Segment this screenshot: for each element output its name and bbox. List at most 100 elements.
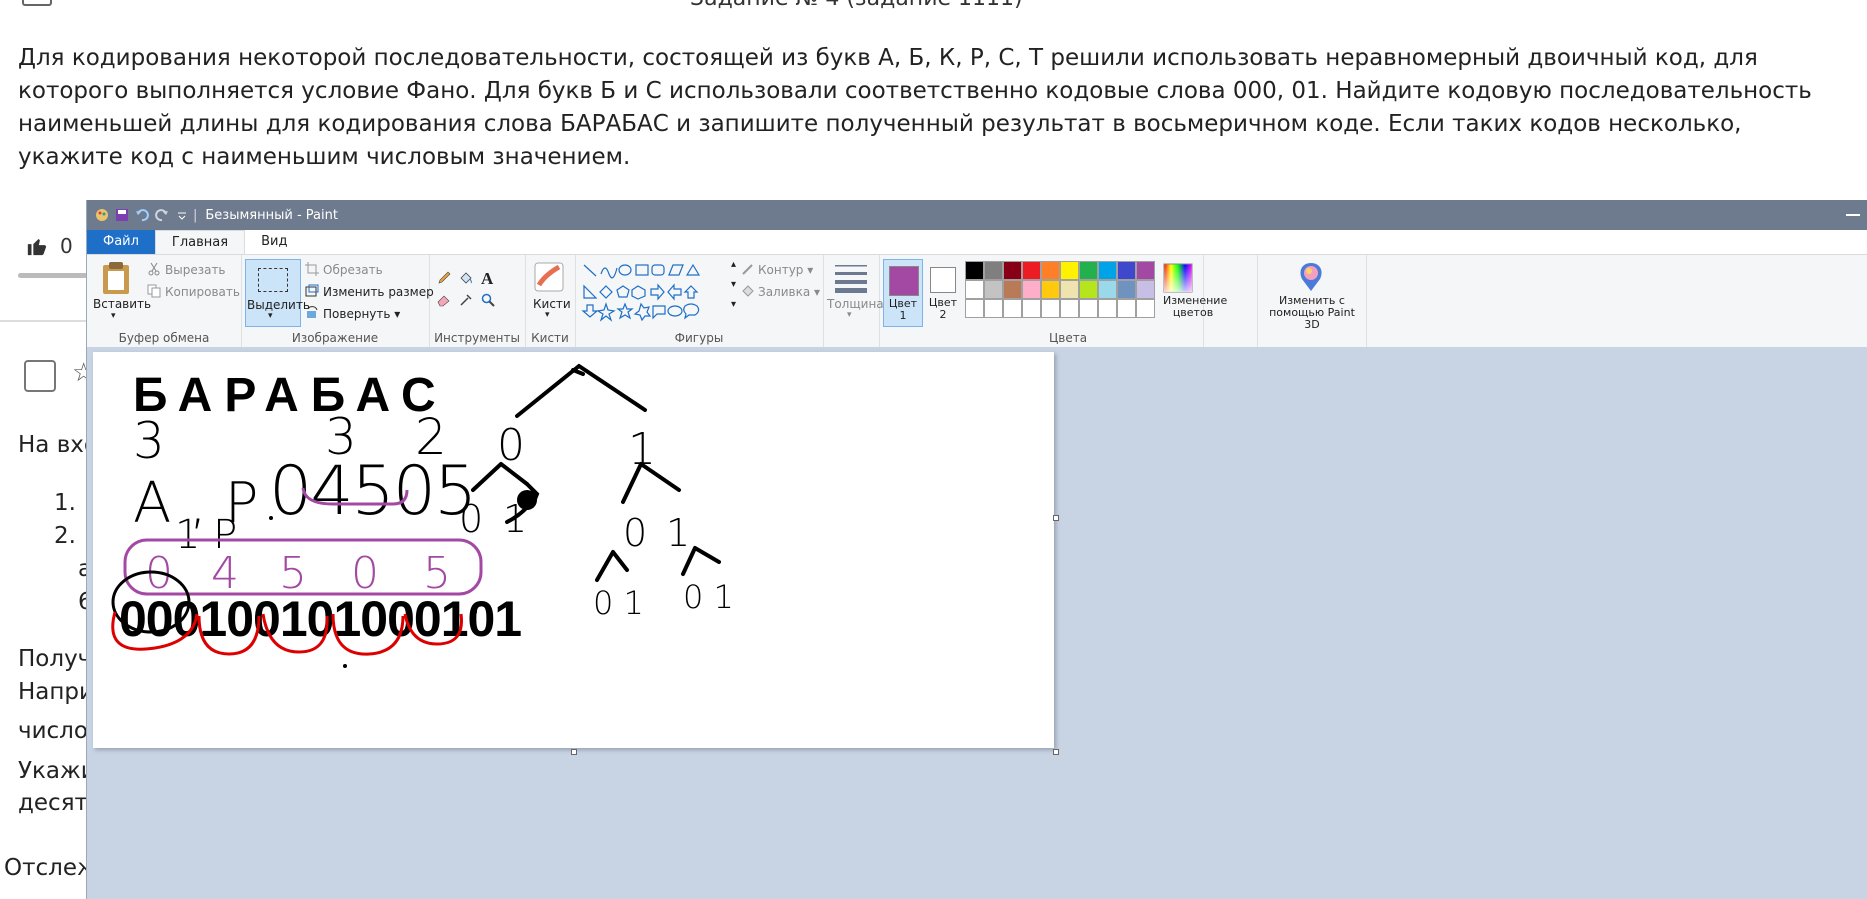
color-swatch[interactable] [1022,280,1041,299]
color-swatch[interactable] [1060,261,1079,280]
color-picker-icon[interactable] [459,293,473,307]
tab-file[interactable]: Файл [87,230,155,254]
image-group: Выделить ▾ Обрезать Изменить размер Пове… [241,255,434,347]
paste-button[interactable]: Вставить [93,297,152,311]
tools-group: A Инструменты [429,255,526,347]
magnifier-icon[interactable] [481,293,495,307]
color-swatch[interactable] [1136,261,1155,280]
color2-button[interactable]: Цвет 2 [925,259,961,325]
color-swatch[interactable] [1117,261,1136,280]
paint3d-icon[interactable] [1296,261,1326,293]
resize-handle[interactable] [1053,515,1059,521]
shapes-gallery[interactable] [581,262,727,322]
fill-button[interactable]: Заливка ▾ [758,285,821,299]
rotate-icon [307,306,318,318]
rotate-button[interactable]: Повернуть ▾ [323,307,401,321]
task-checkbox[interactable] [22,0,52,6]
boxed-octal-digit: 5 [423,548,451,599]
color-swatch[interactable] [1117,299,1136,318]
task2-checkbox[interactable] [24,360,56,392]
tab-home[interactable]: Главная [154,230,246,254]
brush-icon[interactable] [533,261,565,293]
like-rating[interactable]: 0 [26,234,73,258]
fragment-text: Напри [18,679,94,705]
copy-button[interactable]: Копировать [165,285,240,299]
fragment-text: Отслеж [4,855,98,881]
count-label: 3 [133,412,165,470]
color-swatch[interactable] [1098,280,1117,299]
eraser-icon[interactable] [437,293,451,307]
tree-label: 1 [628,424,656,475]
rating-bar [18,273,98,278]
text-tool-icon[interactable]: A [481,269,494,288]
color-swatch[interactable] [1060,280,1079,299]
resize-button[interactable]: Изменить размер [323,285,434,299]
group-label: Цвета [1048,331,1088,345]
quick-access-toolbar [87,208,189,222]
redo-icon[interactable] [155,208,169,222]
title-bar: | Безымянный - Paint [87,200,1867,230]
color-swatch[interactable] [965,261,984,280]
octal-code-label: 04505 [269,452,475,531]
color-swatch[interactable] [984,261,1003,280]
thumbs-up-icon[interactable] [26,235,48,257]
tab-view[interactable]: Вид [261,234,288,249]
color2-label: Цвет 2 [928,296,958,321]
color-swatch[interactable] [1022,261,1041,280]
save-icon[interactable] [115,208,129,222]
group-label: Кисти [531,331,569,345]
resize-handle[interactable] [571,749,577,755]
tree-label: 0 1 [683,578,734,616]
thickness-group: Толщина ▾ [823,255,884,347]
resize-handle[interactable] [1053,749,1059,755]
color1-button[interactable]: Цвет 1 [883,259,923,327]
color-swatch[interactable] [1079,299,1098,318]
outline-button[interactable]: Контур ▾ [758,263,814,277]
color-swatch[interactable] [1041,299,1060,318]
color-swatch[interactable] [1003,280,1022,299]
color-swatch[interactable] [1003,299,1022,318]
edit-colors-icon[interactable] [1163,263,1193,293]
pencil-icon[interactable] [437,271,451,285]
color-swatch[interactable] [984,299,1003,318]
color-swatch[interactable] [1060,299,1079,318]
color-swatch[interactable] [984,280,1003,299]
color-swatch[interactable] [965,280,984,299]
word-text: БАРАБАС [133,369,448,422]
color-swatch[interactable] [965,299,984,318]
fragment-text: На вхо [18,432,98,458]
color-swatch[interactable] [1041,261,1060,280]
select-label: Выделить [247,298,310,312]
drawing-canvas[interactable]: БАРАБАС 000100101000101 3 3 2 А , Р 1 Р … [93,352,1054,748]
brushes-button[interactable]: Кисти [533,297,571,311]
minimize-button[interactable] [1846,214,1860,216]
handwritten-annotations: 3 3 2 А , Р 1 Р 04505 0 1 0 1 0 1 0 1 0 … [111,364,734,668]
window-title: Безымянный - Paint [205,207,338,223]
color-swatch[interactable] [1136,299,1155,318]
paste-icon[interactable] [101,261,131,295]
canvas-area[interactable]: БАРАБАС 000100101000101 3 3 2 А , Р 1 Р … [87,347,1867,899]
color-swatch[interactable] [1098,261,1117,280]
color-swatch[interactable] [1041,280,1060,299]
color-swatch[interactable] [1117,280,1136,299]
crop-button[interactable]: Обрезать [323,263,383,277]
select-button[interactable]: Выделить ▾ [245,259,310,327]
cut-button[interactable]: Вырезать [165,263,226,277]
paint-app-icon[interactable] [95,208,109,222]
cut-icon [148,262,160,276]
color-swatch[interactable] [1003,261,1022,280]
edit-colors-button[interactable]: Изменение цветов [1163,294,1228,319]
customize-arrow-icon[interactable] [175,208,189,222]
resize-icon [305,284,319,297]
color-swatch[interactable] [1079,280,1098,299]
paint3d-button[interactable]: Изменить с помощью Paint 3D [1269,294,1355,331]
color-swatch[interactable] [1136,280,1155,299]
outline-icon [742,264,753,275]
color-swatch[interactable] [1022,299,1041,318]
undo-icon[interactable] [135,208,149,222]
thickness-icon[interactable] [833,263,869,293]
color-swatch[interactable] [1098,299,1117,318]
color-swatch[interactable] [1079,261,1098,280]
fill-bucket-icon[interactable] [459,271,473,285]
thickness-button[interactable]: Толщина [827,297,884,311]
